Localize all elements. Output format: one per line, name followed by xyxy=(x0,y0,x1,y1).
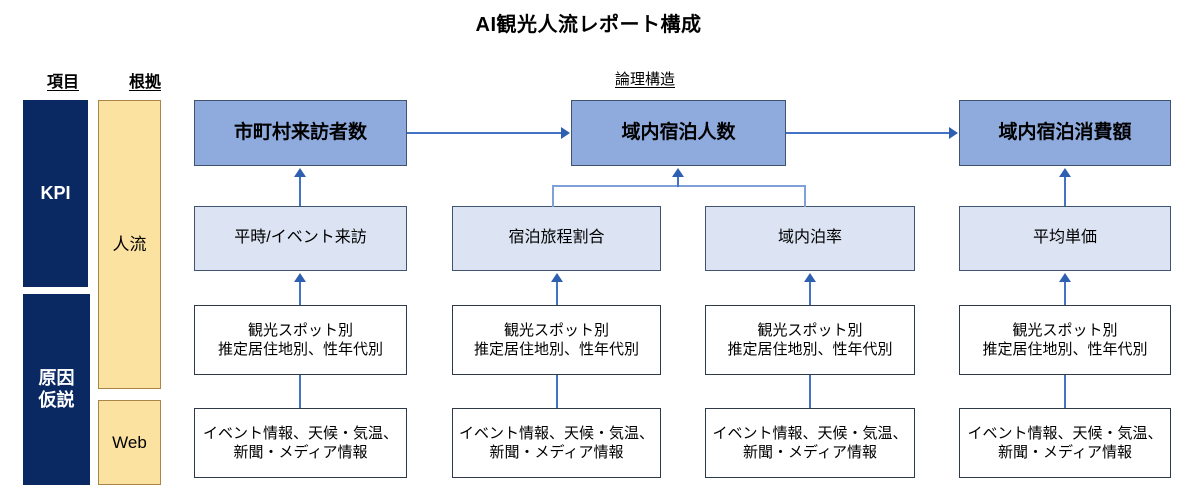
source-box-3-text: イベント情報、天候・気温、 新聞・メディア情報 xyxy=(712,424,907,462)
source-box-3-line1: イベント情報、天候・気温、 xyxy=(712,424,908,442)
source-box-1[interactable]: イベント情報、天候・気温、 新聞・メディア情報 xyxy=(194,408,407,478)
source-box-4[interactable]: イベント情報、天候・気温、 新聞・メディア情報 xyxy=(959,408,1171,478)
source-box-1-line1: イベント情報、天候・気温、 xyxy=(202,424,398,442)
segment-box-4[interactable]: 観光スポット別 推定居住地別、性年代別 xyxy=(959,305,1171,375)
segment-box-1[interactable]: 観光スポット別 推定居住地別、性年代別 xyxy=(194,305,407,375)
kpi-arrow-1-line xyxy=(407,132,562,134)
connector-segment4-to-driver4-line xyxy=(1064,281,1066,305)
connector-source3-to-segment3-line xyxy=(809,375,811,408)
connector-bracket-head xyxy=(672,168,684,177)
segment-box-2[interactable]: 観光スポット別 推定居住地別、性年代別 xyxy=(452,305,661,375)
column-header-basis: 根拠 xyxy=(128,74,161,91)
segment-box-4-line2: 推定居住地別、性年代別 xyxy=(982,341,1148,358)
source-box-2-line1: イベント情報、天候・気温、 xyxy=(458,424,654,442)
segment-box-3[interactable]: 観光スポット別 推定居住地別、性年代別 xyxy=(705,305,915,375)
segment-box-2-text: 観光スポット別 推定居住地別、性年代別 xyxy=(474,321,639,359)
connector-driver4-to-kpi3-line xyxy=(1064,176,1066,206)
source-box-3-line2: 新聞・メディア情報 xyxy=(743,444,877,461)
connector-source2-to-segment2-line xyxy=(556,375,558,408)
segment-box-4-line1: 観光スポット別 xyxy=(1012,321,1118,339)
page-title: AI観光人流レポート構成 xyxy=(475,14,702,36)
connector-segment3-to-driver3-head xyxy=(804,273,816,282)
segment-box-1-line1: 観光スポット別 xyxy=(247,321,353,339)
source-box-2-line2: 新聞・メディア情報 xyxy=(489,444,624,461)
connector-bracket-stem xyxy=(677,176,679,187)
connector-bracket-to-kpi2 xyxy=(552,185,806,207)
segment-box-1-text: 観光スポット別 推定居住地別、性年代別 xyxy=(218,321,383,359)
connector-driver1-to-kpi1-head xyxy=(294,168,306,177)
driver-box-1[interactable]: 平時/イベント来訪 xyxy=(194,206,407,271)
basis-band-flow: 人流 xyxy=(98,100,161,389)
item-band-hypothesis: 原因仮説 xyxy=(23,294,90,485)
connector-driver1-to-kpi1-line xyxy=(299,176,301,206)
driver-box-3[interactable]: 域内泊率 xyxy=(705,206,915,271)
segment-box-2-line1: 観光スポット別 xyxy=(503,321,609,339)
kpi-arrow-1-head xyxy=(561,127,570,139)
source-box-4-line2: 新聞・メディア情報 xyxy=(998,444,1132,461)
driver-box-4[interactable]: 平均単価 xyxy=(959,206,1171,271)
segment-box-2-line2: 推定居住地別、性年代別 xyxy=(473,341,639,358)
column-header-item: 項目 xyxy=(46,74,79,91)
source-box-3[interactable]: イベント情報、天候・気温、 新聞・メディア情報 xyxy=(705,408,915,478)
segment-box-4-text: 観光スポット別 推定居住地別、性年代別 xyxy=(982,321,1147,359)
kpi-box-3[interactable]: 域内宿泊消費額 xyxy=(959,100,1171,166)
source-box-4-line1: イベント情報、天候・気温、 xyxy=(967,424,1163,442)
source-box-2[interactable]: イベント情報、天候・気温、 新聞・メディア情報 xyxy=(452,408,661,478)
connector-segment1-to-driver1-head xyxy=(294,273,306,282)
connector-source1-to-segment1-line xyxy=(299,375,301,408)
segment-box-3-line2: 推定居住地別、性年代別 xyxy=(727,341,893,358)
source-box-1-line2: 新聞・メディア情報 xyxy=(233,444,368,461)
connector-driver4-to-kpi3-head xyxy=(1059,168,1071,177)
source-box-2-text: イベント情報、天候・気温、 新聞・メディア情報 xyxy=(459,424,654,462)
connector-segment4-to-driver4-head xyxy=(1059,273,1071,282)
connector-segment3-to-driver3-line xyxy=(809,281,811,305)
kpi-box-1[interactable]: 市町村来訪者数 xyxy=(194,100,407,166)
basis-band-web: Web xyxy=(98,400,161,485)
item-band-hypothesis-label: 原因仮説 xyxy=(38,367,75,410)
connector-source4-to-segment4-line xyxy=(1064,375,1066,408)
driver-box-2[interactable]: 宿泊旅程割合 xyxy=(452,206,661,271)
source-box-1-text: イベント情報、天候・気温、 新聞・メディア情報 xyxy=(203,424,398,462)
source-box-4-text: イベント情報、天候・気温、 新聞・メディア情報 xyxy=(967,424,1162,462)
segment-box-3-line1: 観光スポット別 xyxy=(757,321,863,339)
segment-box-1-line2: 推定居住地別、性年代別 xyxy=(217,341,383,358)
segment-box-3-text: 観光スポット別 推定居住地別、性年代別 xyxy=(727,321,892,359)
kpi-arrow-2-head xyxy=(949,127,958,139)
connector-segment1-to-driver1-line xyxy=(299,281,301,305)
kpi-arrow-2-line xyxy=(786,132,950,134)
kpi-box-2[interactable]: 域内宿泊人数 xyxy=(571,100,786,166)
connector-segment2-to-driver2-line xyxy=(556,281,558,305)
connector-segment2-to-driver2-head xyxy=(551,273,563,282)
item-band-kpi: KPI xyxy=(23,100,88,287)
column-header-logic: 論理構造 xyxy=(614,71,675,88)
